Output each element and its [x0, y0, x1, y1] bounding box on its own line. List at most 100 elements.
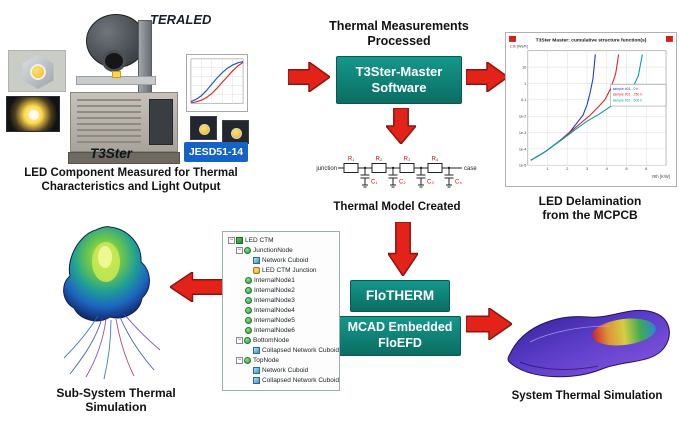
- arrow-mcad-to-system: [465, 307, 513, 341]
- svg-text:sample #01 - 0 h: sample #01 - 0 h: [613, 87, 639, 91]
- svg-text:1e-2: 1e-2: [519, 115, 527, 119]
- tree-item[interactable]: Network Cuboid: [225, 365, 339, 375]
- svg-text:sample #01 - 500 h: sample #01 - 500 h: [613, 99, 643, 103]
- chart-series-0: [190, 61, 244, 103]
- tree-item[interactable]: − LED CTM: [225, 235, 339, 245]
- thermal-measurements-heading: Thermal Measurements Processed: [329, 19, 469, 48]
- tree-item-label: Network Cuboid: [262, 366, 309, 374]
- tree-item[interactable]: − JunctionNode: [225, 245, 339, 255]
- measurement-photo-collage: TERALED T3Ster JESD51-14: [4, 10, 260, 166]
- resistor-label: R₁: [348, 157, 354, 163]
- tree-item-label: InternalNode3: [254, 296, 295, 304]
- chart-y-axis-label: Cth [Ws/K]: [510, 44, 528, 48]
- tree-item[interactable]: Network Cuboid: [225, 255, 339, 265]
- teraled-label: TERALED: [150, 12, 212, 27]
- arrow-software-to-model: [385, 107, 417, 145]
- svg-text:1e-4: 1e-4: [519, 147, 527, 151]
- arrow-tree-to-subsystem: [169, 271, 225, 303]
- node-icon: [244, 336, 251, 344]
- tree-item-label: Collapsed Network Cuboid: [262, 346, 339, 354]
- svg-text:10: 10: [522, 66, 526, 70]
- tree-item[interactable]: InternalNode3: [225, 295, 339, 305]
- chart-corner-mark: [666, 35, 673, 42]
- resistor-label: R₄: [432, 157, 439, 163]
- thermal-model-circuit: junction case R₁ R₂ R₃ R₄ C₁ C₂ C₃ C₄: [315, 157, 477, 188]
- cuboid-icon: [253, 256, 260, 264]
- tree-item[interactable]: −BottomNode: [225, 335, 339, 345]
- led-component-caption: LED Component Measured for Thermal Chara…: [24, 167, 238, 193]
- tree-item-label: LED CTM Junction: [262, 266, 317, 274]
- subsystem-caption: Sub-System Thermal Simulation: [56, 386, 176, 415]
- arrow-shape: [287, 61, 331, 93]
- svg-text:6: 6: [645, 167, 647, 171]
- arrow-shape: [465, 307, 513, 341]
- tree-item-label: InternalNode4: [254, 306, 295, 314]
- cuboid-icon: [253, 366, 260, 374]
- svg-text:1: 1: [547, 167, 549, 171]
- chart-corner-mark: [509, 35, 516, 42]
- node-icon: [244, 356, 251, 364]
- chart-plot: [190, 58, 244, 104]
- svg-text:5: 5: [625, 167, 627, 171]
- arrow-shape: [385, 107, 417, 145]
- led-core: [29, 110, 39, 120]
- tree-item-label: Collapsed Network Cuboid: [262, 376, 339, 384]
- node-icon: [245, 306, 252, 314]
- temperature-map: [592, 318, 656, 346]
- flotherm-box: FloTHERM: [350, 280, 450, 312]
- tree-item[interactable]: Collapsed Network Cuboid: [225, 375, 339, 385]
- teraled-apparatus-photo: [68, 14, 182, 166]
- svg-text:2: 2: [566, 167, 568, 171]
- system-simulation-image: [507, 309, 670, 378]
- glowing-led-photo: [6, 96, 60, 132]
- junction-icon: [253, 266, 260, 274]
- svg-text:1e-3: 1e-3: [519, 131, 527, 135]
- tree-expander-icon[interactable]: −: [236, 356, 243, 364]
- svg-text:4: 4: [606, 167, 608, 171]
- subsystem-simulation-image: [63, 226, 161, 380]
- arrow-shape: [387, 221, 419, 277]
- cuboid-icon: [253, 376, 260, 384]
- led-sample-thumb: [222, 120, 249, 144]
- tree-item[interactable]: LED CTM Junction: [225, 265, 339, 275]
- apparatus-front-panel: [149, 99, 173, 145]
- thermal-transient-mini-chart: [186, 54, 248, 112]
- tree-item[interactable]: InternalNode1: [225, 275, 339, 285]
- tree-item[interactable]: InternalNode5: [225, 315, 339, 325]
- tree-expander-icon[interactable]: −: [236, 336, 243, 344]
- led-sample-thumb: [190, 116, 217, 140]
- tree-item-label: InternalNode1: [254, 276, 295, 284]
- tree-expander-icon[interactable]: −: [236, 246, 243, 254]
- tree-item[interactable]: InternalNode2: [225, 285, 339, 295]
- streamlines: [63, 313, 161, 380]
- tree-item-label: InternalNode6: [254, 326, 295, 334]
- t3ster-label: T3Ster: [90, 146, 133, 161]
- node-icon: [245, 286, 252, 294]
- cuboid-icon: [253, 346, 260, 354]
- node-icon: [245, 326, 252, 334]
- capacitor-label: C₃: [427, 180, 434, 186]
- apparatus-column: [138, 20, 152, 98]
- arrow-shape: [169, 271, 225, 303]
- tree-item-label: LED CTM: [245, 236, 274, 244]
- svg-text:sample #01 - 250 h: sample #01 - 250 h: [613, 93, 643, 97]
- tree-item-label: JunctionNode: [253, 246, 293, 254]
- t3ster-master-software-box: T3Ster-Master Software: [336, 56, 462, 104]
- tree-expander-icon[interactable]: −: [228, 236, 235, 244]
- tree-item[interactable]: InternalNode4: [225, 305, 339, 315]
- apparatus-instrument-box: [70, 92, 178, 152]
- led-die: [231, 128, 242, 139]
- tree-item[interactable]: Collapsed Network Cuboid: [225, 345, 339, 355]
- arrow-model-to-flotherm: [387, 221, 419, 277]
- svg-text:3: 3: [586, 167, 588, 171]
- tree-item-label: InternalNode5: [254, 316, 295, 324]
- led-die: [199, 124, 210, 135]
- chart-series-1: [190, 61, 244, 104]
- tree-item[interactable]: −TopNode: [225, 355, 339, 365]
- chart-x-axis-label: Rth [K/W]: [652, 174, 670, 179]
- node-icon: [244, 246, 251, 254]
- tree-item[interactable]: InternalNode6: [225, 325, 339, 335]
